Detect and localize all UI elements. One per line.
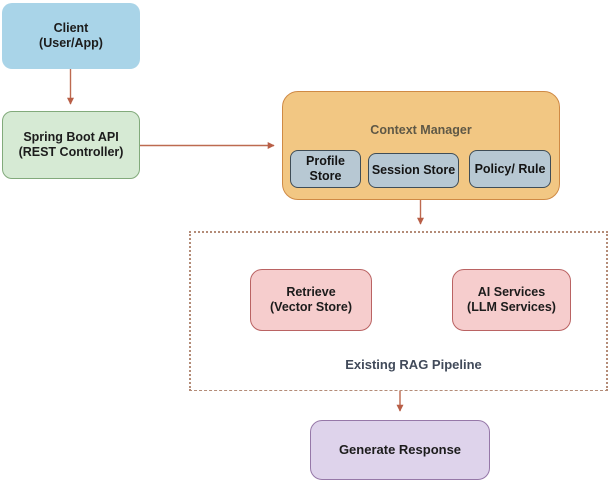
node-ai-services: AI Services (LLM Services) bbox=[452, 269, 571, 331]
session-store-label: Session Store bbox=[371, 163, 456, 177]
retrieve-label-line1: Retrieve bbox=[286, 284, 336, 299]
profile-store-label: Profile Store bbox=[306, 154, 345, 183]
policy-rule-label: Policy/ Rule bbox=[474, 161, 546, 176]
node-profile-store: Profile Store bbox=[290, 150, 361, 188]
node-client: Client (User/App) bbox=[2, 3, 140, 69]
retrieve-label-line2: (Vector Store) bbox=[270, 300, 352, 314]
client-label-line2: (User/App) bbox=[39, 36, 103, 50]
generate-response-label: Generate Response bbox=[338, 442, 462, 458]
node-generate-response: Generate Response bbox=[310, 420, 490, 480]
node-session-store: Session Store bbox=[368, 153, 459, 188]
node-context-manager: Context Manager Profile Store Session St… bbox=[282, 91, 560, 200]
ai-services-label-line2: (LLM Services) bbox=[467, 300, 556, 314]
client-label-line1: Client bbox=[53, 20, 89, 35]
node-spring-boot-api: Spring Boot API (REST Controller) bbox=[2, 111, 140, 179]
rag-pipeline-boundary: Retrieve (Vector Store) AI Services (LLM… bbox=[189, 231, 608, 391]
spring-label-line1: Spring Boot API bbox=[23, 129, 119, 144]
node-retrieve: Retrieve (Vector Store) bbox=[250, 269, 372, 331]
ai-services-label-line1: AI Services bbox=[477, 284, 546, 299]
spring-label-line2: (REST Controller) bbox=[18, 145, 124, 159]
node-policy-rule: Policy/ Rule bbox=[469, 150, 551, 188]
rag-pipeline-label: Existing RAG Pipeline bbox=[345, 357, 482, 372]
context-manager-title: Context Manager bbox=[370, 123, 472, 137]
